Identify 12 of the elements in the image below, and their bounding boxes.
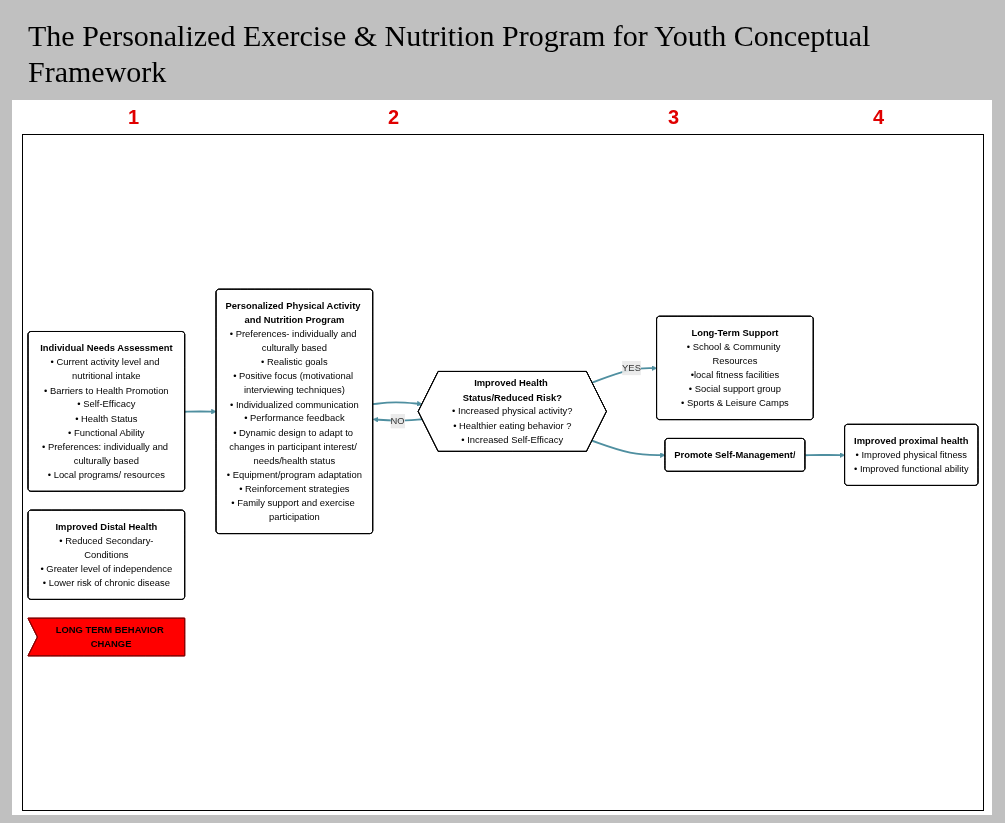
arrow [591,439,666,458]
column-number: 1 [128,106,140,129]
column-number: 4 [873,106,885,129]
arrow [591,365,658,384]
edge-label: YES [622,362,641,373]
column-number: 2 [388,106,400,129]
edge-label: NO [390,415,405,426]
arrow [184,408,217,415]
column-number: 3 [668,106,680,129]
arrow [372,400,423,407]
diagram-title: The Personalized Exercise & Nutrition Program for Youth Conceptual Framework [28,18,872,90]
arrow [804,452,846,458]
